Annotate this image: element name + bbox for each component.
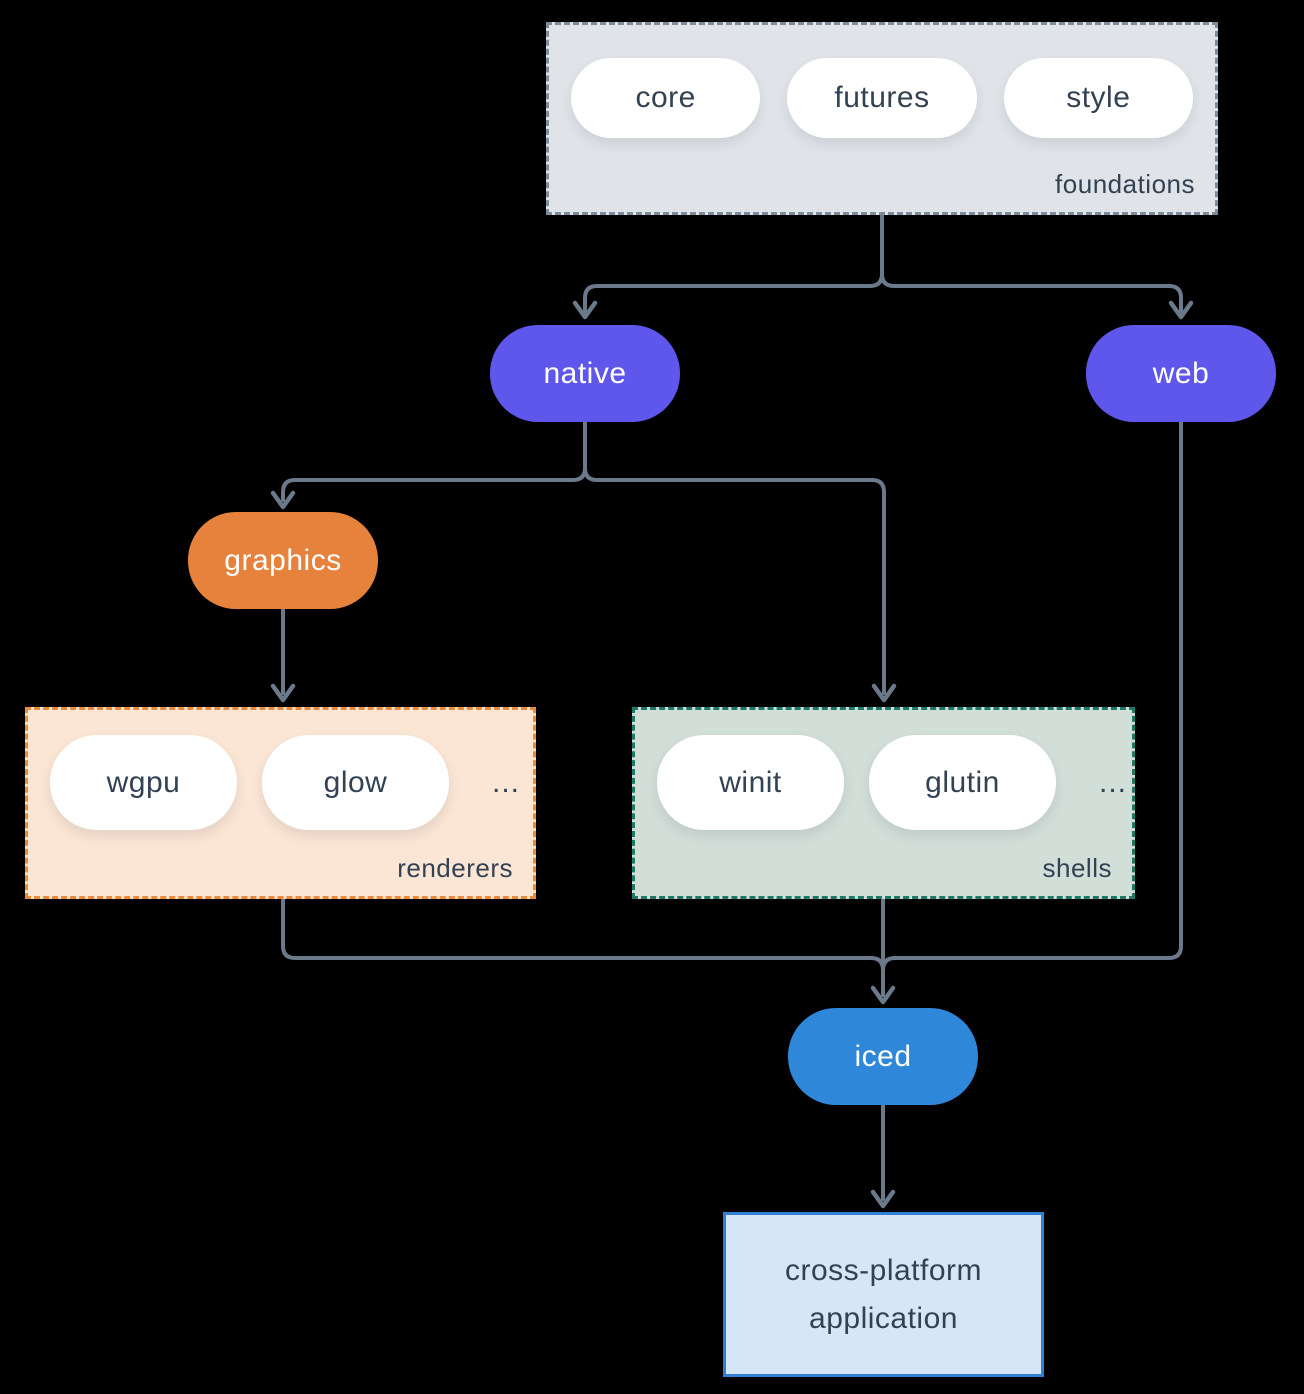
node-futures: futures — [787, 58, 977, 138]
foundations-label: foundations — [1055, 169, 1195, 199]
node-winit: winit — [657, 735, 844, 830]
node-core: core — [571, 58, 761, 138]
renderers-pill-row: wgpu glow ... — [28, 735, 533, 830]
arrowhead-native — [572, 300, 598, 320]
arrowhead-graphics — [270, 490, 296, 510]
foundations-group: core futures style foundations — [546, 22, 1218, 215]
node-iced: iced — [788, 1008, 978, 1105]
shells-ellipsis: ... — [1099, 765, 1128, 799]
app-label-line2: application — [809, 1301, 958, 1335]
edge-native-shells — [583, 420, 886, 695]
arrowhead-application — [870, 1189, 896, 1209]
node-web: web — [1086, 325, 1276, 422]
node-cross-platform-application: cross-platform application — [723, 1212, 1044, 1377]
arrowhead-shells — [871, 683, 897, 703]
node-native: native — [490, 325, 680, 422]
node-glow: glow — [262, 735, 449, 830]
shells-group: winit glutin ... shells — [632, 707, 1135, 899]
arrowhead-iced — [870, 985, 896, 1005]
edge-renderers-iced — [281, 897, 885, 972]
edge-native-graphics — [281, 420, 587, 502]
node-wgpu: wgpu — [50, 735, 237, 830]
renderers-ellipsis: ... — [492, 765, 521, 799]
node-graphics: graphics — [188, 512, 378, 609]
arrowhead-renderers — [270, 683, 296, 703]
renderers-label: renderers — [397, 853, 513, 883]
node-style: style — [1003, 58, 1193, 138]
foundations-pill-row: core futures style — [549, 58, 1215, 138]
arrowhead-web — [1168, 300, 1194, 320]
edge-foundations-web — [880, 213, 1183, 313]
edge-foundations-native — [583, 213, 884, 313]
shells-label: shells — [1042, 853, 1112, 883]
shells-pill-row: winit glutin ... — [635, 735, 1132, 830]
app-label-line1: cross-platform — [784, 1253, 983, 1287]
node-glutin: glutin — [869, 735, 1056, 830]
renderers-group: wgpu glow ... renderers — [25, 707, 536, 899]
